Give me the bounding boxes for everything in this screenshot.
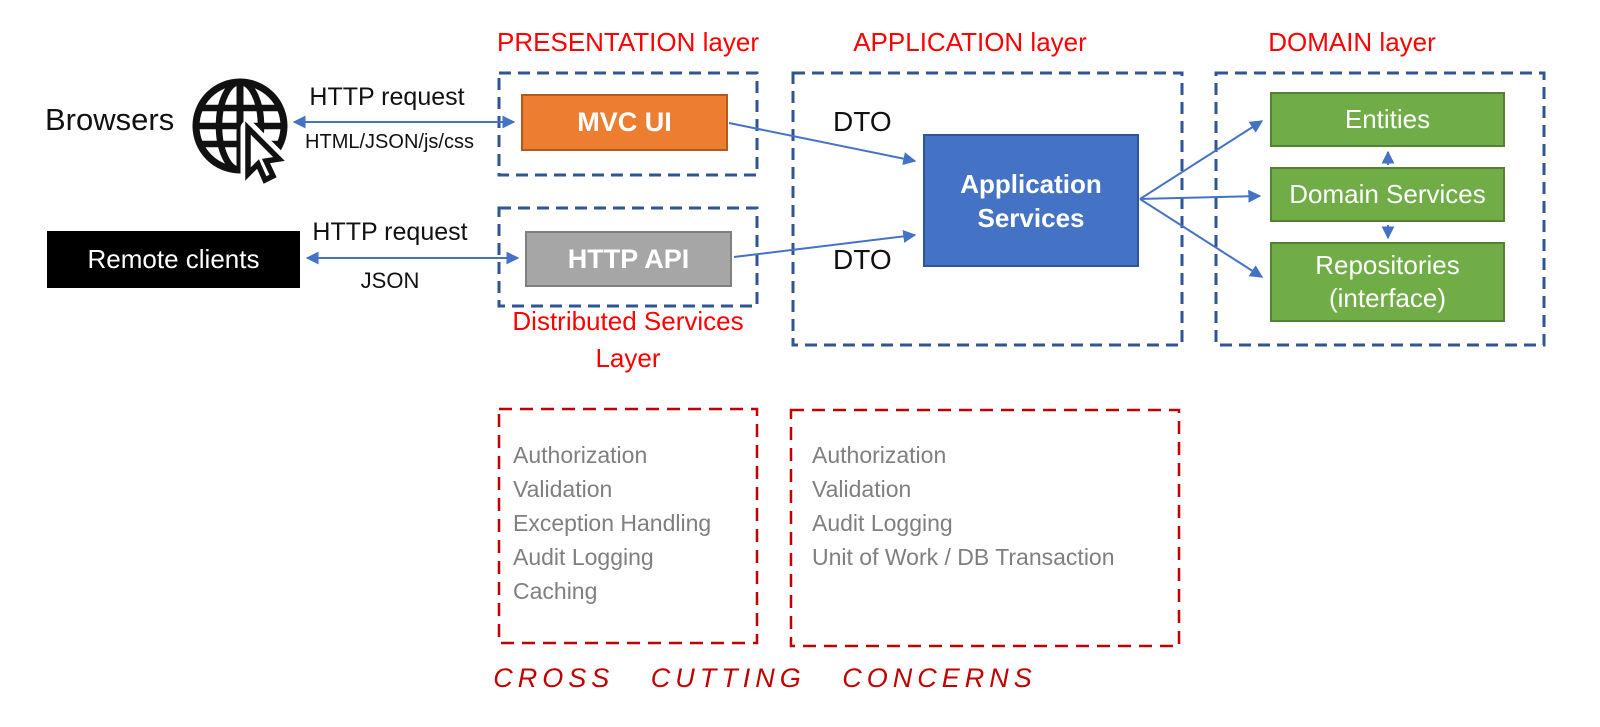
list-item: Validation [812, 476, 912, 502]
presentation-layer-title: PRESENTATION layer [497, 27, 759, 57]
application-services-box: Application Services [923, 134, 1139, 267]
browsers-label: Browsers [45, 102, 175, 137]
appservices-to-domainservices-arrow [1139, 189, 1262, 203]
list-item: Validation [513, 476, 613, 502]
application-layer-title: APPLICATION layer [853, 27, 1087, 57]
appservices-to-entities-arrow [1139, 120, 1264, 200]
remote-clients-box: Remote clients [47, 231, 300, 288]
http-api-box: HTTP API [525, 231, 732, 287]
application-services-line2: Services [977, 202, 1085, 233]
list-item: Audit Logging [812, 510, 953, 536]
domain-services-box: Domain Services [1270, 167, 1505, 222]
cursor-icon [240, 120, 287, 188]
list-item: Exception Handling [513, 510, 712, 536]
mvc-ui-box: MVC UI [521, 94, 728, 151]
distributed-services-title-line2: Layer [595, 343, 661, 373]
list-item: Caching [513, 578, 598, 604]
list-item: Authorization [513, 442, 648, 468]
remote-request-label: HTTP request [312, 217, 468, 246]
entities-box: Entities [1270, 92, 1505, 147]
remote-response-label: JSON [360, 268, 420, 293]
list-item: Unit of Work / DB Transaction [812, 544, 1115, 570]
dto-label-bottom: DTO [833, 244, 892, 275]
distributed-services-layer-title: Distributed Services Layer [478, 303, 778, 377]
repositories-line2: (interface) [1328, 283, 1447, 313]
cross-cutting-left-list: Authorization Validation Exception Handl… [513, 438, 753, 608]
globe-icon [192, 78, 288, 188]
browser-response-label: HTML/JSON/js/css [305, 130, 474, 153]
list-item: Authorization [812, 442, 947, 468]
distributed-services-title-line1: Distributed Services [512, 306, 744, 336]
list-item: Audit Logging [513, 544, 654, 570]
cross-cutting-concerns-title: CROSS CUTTING CONCERNS [493, 662, 1037, 693]
cross-cutting-right-list: Authorization Validation Audit Logging U… [812, 438, 1172, 574]
domain-layer-title: DOMAIN layer [1268, 27, 1436, 57]
appservices-to-repositories-arrow [1139, 198, 1264, 278]
dto-label-top: DTO [833, 106, 892, 137]
application-services-line1: Application [960, 168, 1102, 199]
browser-request-label: HTTP request [309, 82, 465, 111]
repositories-line1: Repositories [1315, 250, 1460, 280]
repositories-box: Repositories (interface) [1270, 242, 1505, 322]
